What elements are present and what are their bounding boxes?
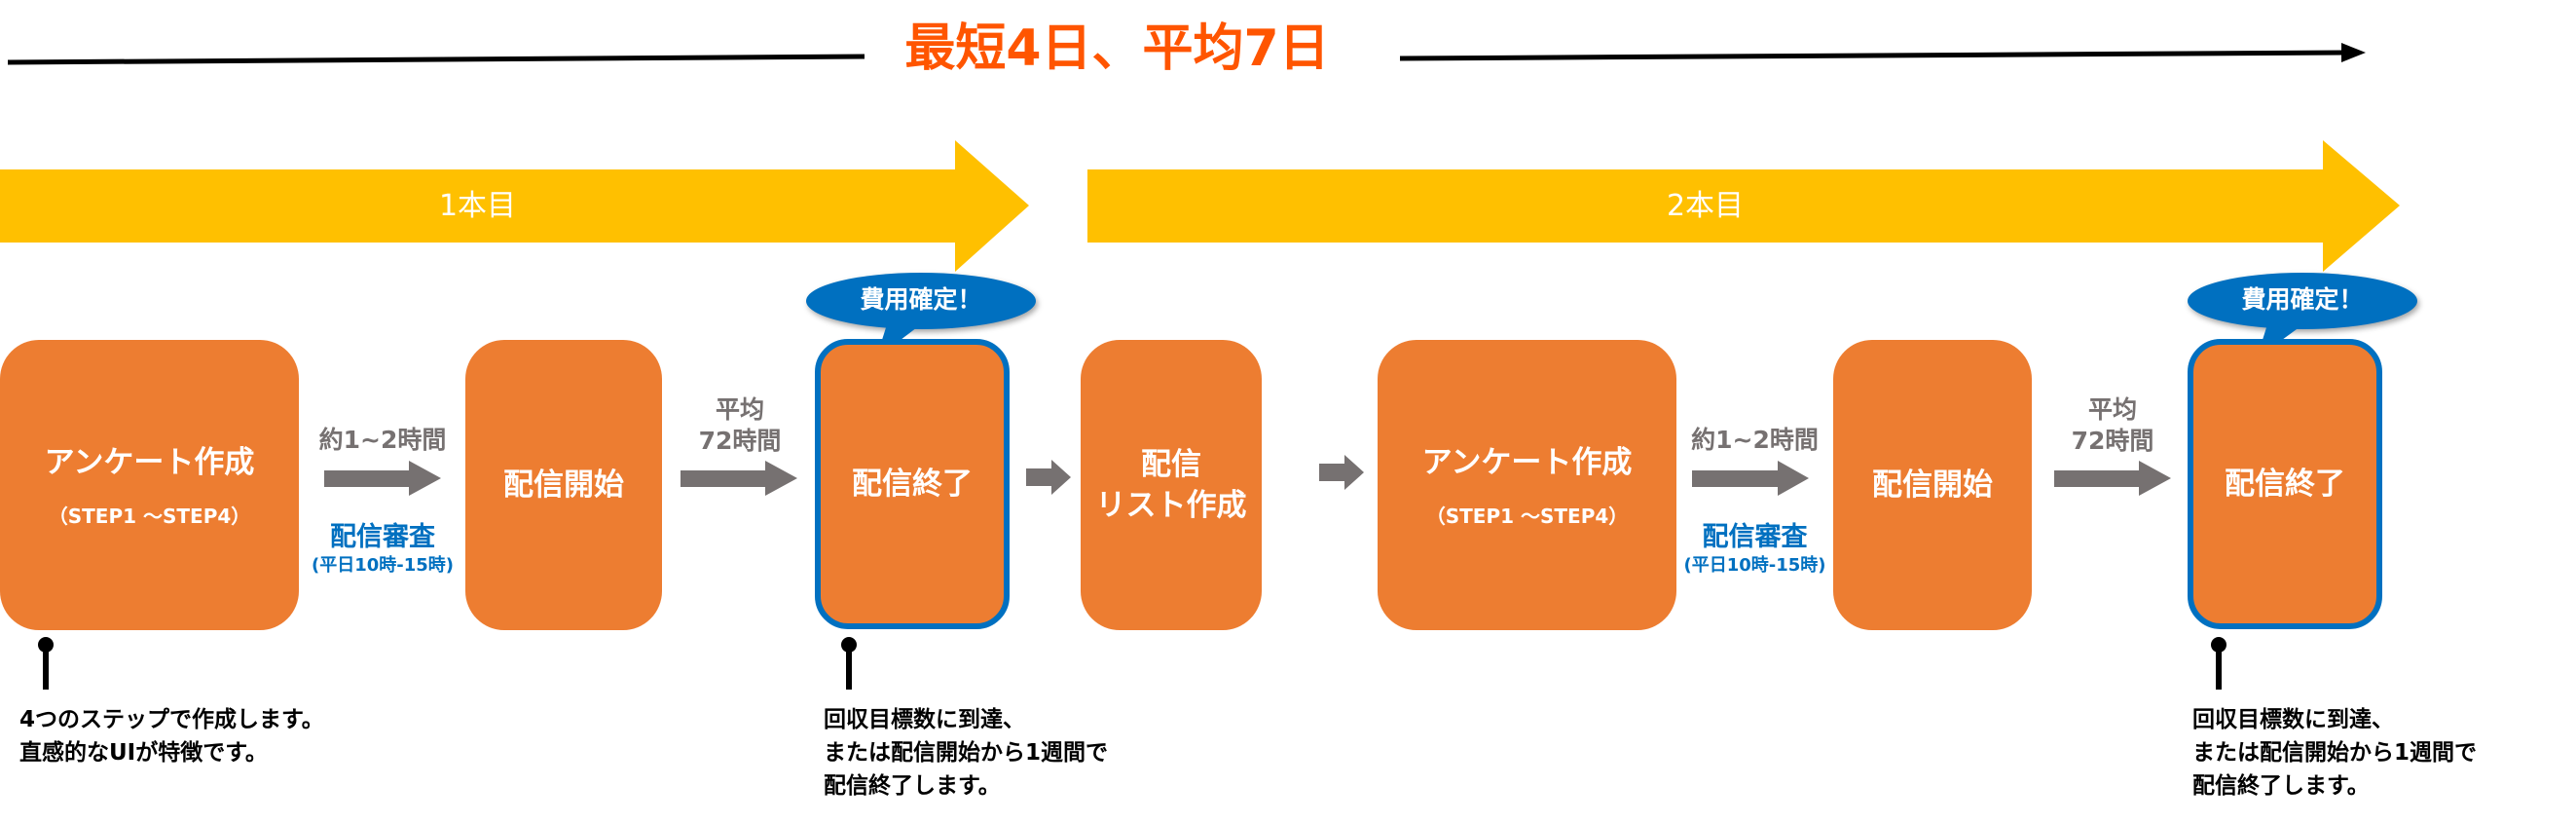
step-subtitle: （STEP1 ～STEP4） [1425, 504, 1629, 528]
step-title: 配信開始 [1872, 468, 1993, 503]
step-delivery-start-2: 配信開始 [1833, 340, 2032, 630]
duration-label-5: 約1~2時間 [1691, 426, 1819, 454]
note-survey: 4つのステップで作成します。 直感的なUIが特徴です。 [19, 707, 324, 766]
note-delivery-end-2: 回収目標数に到達、 または配信開始から1週間で 配信終了します。 [2192, 707, 2478, 799]
phase-label-2: 2本目 [1666, 189, 1745, 223]
review-label-1: 配信審査 [330, 522, 435, 552]
connector-arrow-6-icon [2054, 461, 2171, 496]
step-delivery-end-2: 配信終了 [2188, 339, 2382, 629]
review-label-5: 配信審査 [1702, 522, 1808, 552]
connector-arrow-5-icon [1692, 461, 1809, 496]
phase-arrow-2 [1087, 140, 2400, 272]
step-delivery-start-1: 配信開始 [465, 340, 662, 630]
connector-arrow-1-icon [324, 461, 441, 496]
step-title: アンケート作成 [44, 444, 255, 480]
connector-arrow-3-icon [1026, 460, 1071, 495]
step-list-create: 配信 リスト作成 [1081, 340, 1262, 630]
step-title: 配信 リスト作成 [1095, 447, 1247, 523]
step-title: 配信開始 [503, 468, 624, 503]
note-delivery-end-1: 回収目標数に到達、 または配信開始から1週間で 配信終了します。 [824, 707, 1109, 799]
callout-text-1: 費用確定！ [860, 285, 982, 314]
review-hours-1: (平日10時-15時) [311, 555, 455, 576]
step-title: アンケート作成 [1421, 444, 1633, 480]
timeline-arrowhead-icon [2341, 43, 2366, 62]
review-hours-5: (平日10時-15時) [1683, 555, 1826, 576]
duration-label-6: 平均 72時間 [2071, 395, 2154, 455]
callout-text-2: 費用確定！ [2241, 285, 2364, 314]
step-title: 配信終了 [852, 467, 973, 502]
pin-icon-1 [38, 637, 54, 690]
connector-arrow-4-icon [1319, 455, 1364, 490]
duration-label-2: 平均 72時間 [698, 395, 782, 455]
step-survey-create-2: アンケート作成 （STEP1 ～STEP4） [1378, 340, 1676, 630]
step-subtitle: （STEP1 ～STEP4） [48, 504, 251, 528]
step-title: 配信終了 [2225, 467, 2345, 502]
pin-icon-2 [841, 637, 857, 690]
phase-arrow-1 [0, 140, 1029, 272]
connector-arrow-2-icon [681, 461, 797, 496]
timeline-line-right [1399, 50, 2347, 61]
phase-label-1: 1本目 [438, 189, 517, 223]
page-title-text: 最短4日、平均7日 [904, 19, 1330, 78]
step-delivery-end-1: 配信終了 [815, 339, 1010, 629]
duration-label-1: 約1~2時間 [318, 426, 447, 454]
timeline-line-left [7, 54, 865, 65]
step-survey-create-1: アンケート作成 （STEP1 ～STEP4） [0, 340, 299, 630]
pin-icon-3 [2211, 637, 2226, 690]
